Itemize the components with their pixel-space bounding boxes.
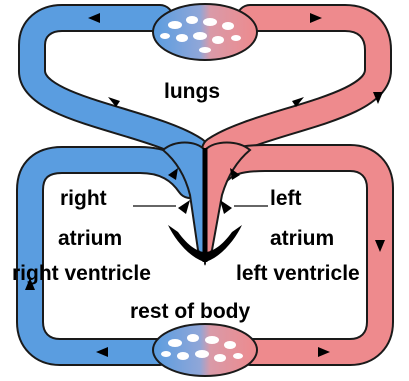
right-ventricle-label: right ventricle [12,262,151,285]
left-atrium-label-line2: atrium [270,227,334,250]
right-atrium-label-line1: right [60,187,107,210]
heart [163,143,250,263]
left-atrium-label-line1: left [270,187,302,210]
vessel-from-body [30,160,190,352]
lungs-label: lungs [164,80,220,103]
right-valve [178,200,190,214]
rest-of-body-label: rest of body [130,300,250,323]
left-valve [220,200,232,214]
left-ventricle-label: left ventricle [236,262,360,285]
body-capillaries [153,324,257,376]
right-atrium-label-line2: atrium [58,227,122,250]
lung-capillaries [153,4,257,60]
